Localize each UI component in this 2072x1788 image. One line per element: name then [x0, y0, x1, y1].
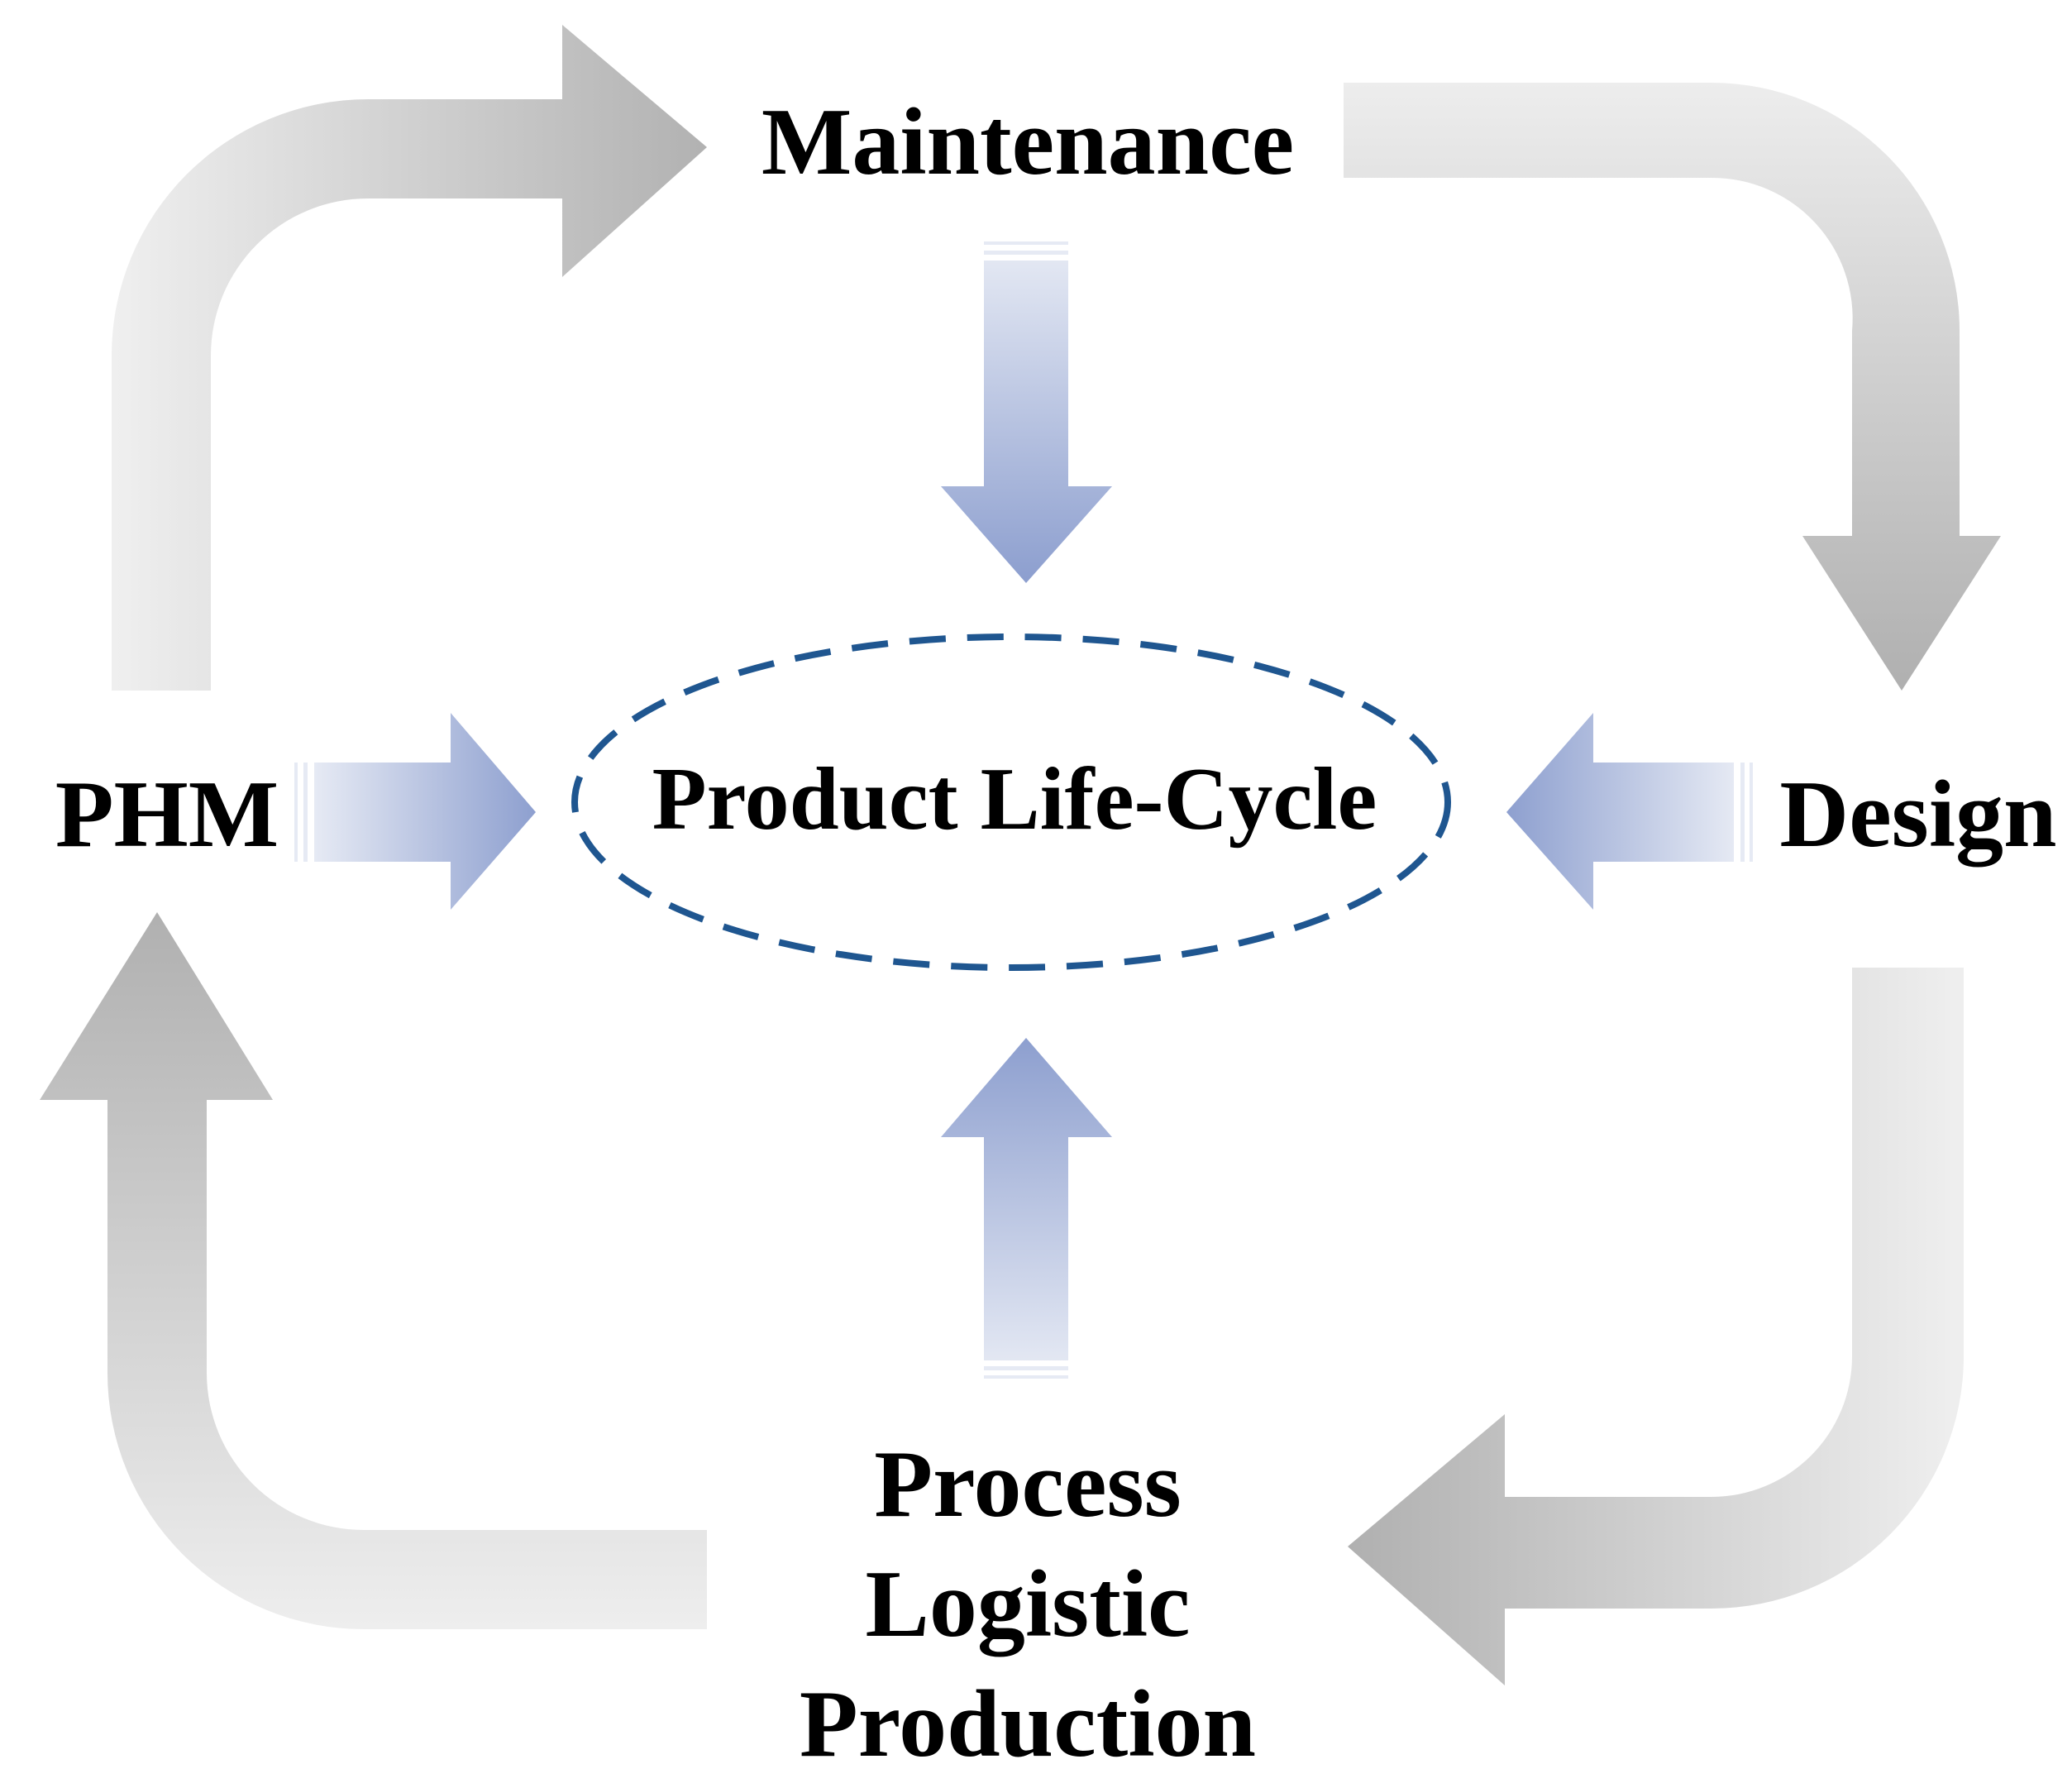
cycle-arrow-production-to-phm	[40, 912, 707, 1629]
process-label: Process	[874, 1432, 1182, 1537]
phm-label: PHM	[55, 762, 279, 868]
center-label: Product Life-Cycle	[652, 750, 1377, 849]
maintenance-label: Maintenance	[761, 89, 1294, 195]
inward-arrow-from-phm	[294, 713, 536, 910]
logistic-label: Logistic	[865, 1551, 1190, 1657]
cycle-arrow-maintenance-to-design	[1344, 83, 2001, 691]
inward-arrow-from-production	[941, 1038, 1112, 1379]
production-label: Production	[800, 1671, 1256, 1777]
product-lifecycle-ellipse	[571, 633, 1451, 971]
inward-arrow-from-design	[1506, 713, 1753, 910]
cycle-arrow-design-to-production	[1348, 968, 1964, 1685]
cycle-arrow-phm-to-maintenance	[112, 25, 707, 691]
inward-arrow-from-maintenance	[941, 241, 1112, 583]
design-label: Design	[1779, 762, 2056, 868]
